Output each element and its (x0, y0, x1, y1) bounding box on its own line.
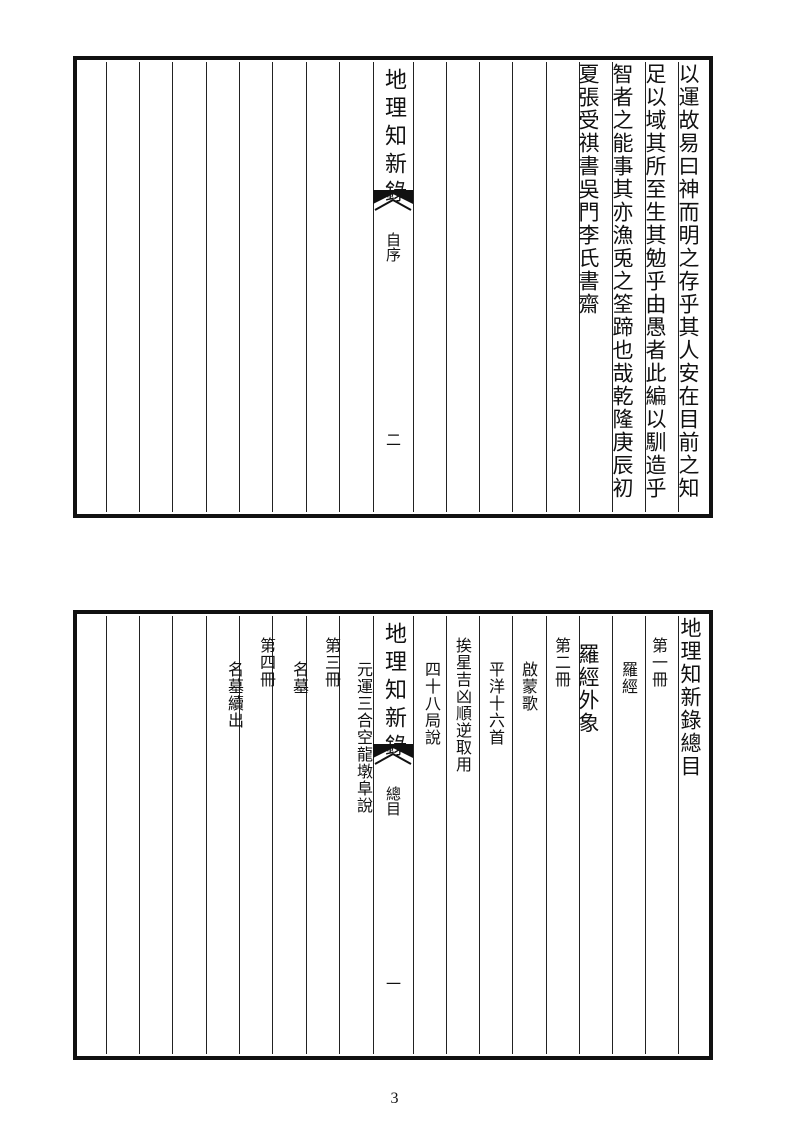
column-rule (479, 62, 480, 512)
column-rule (612, 616, 613, 1054)
column-rule (206, 616, 207, 1054)
column-rule (339, 62, 340, 512)
column-rule (446, 616, 447, 1054)
column-rule (272, 616, 273, 1054)
banxin-top: 地理知新錄 自序 二 (373, 62, 413, 512)
column-rule (373, 62, 374, 512)
column-rule (579, 616, 580, 1054)
contents-item-yuanyun: 元運三合空龍墩阜說 (354, 661, 373, 814)
column-rule (106, 62, 107, 512)
column-rule (239, 62, 240, 512)
banxin-section: 自序 (384, 232, 402, 262)
column-rule (306, 62, 307, 512)
column-rule (678, 62, 679, 512)
column-rule (546, 62, 547, 512)
fish-tail-ornament (373, 744, 413, 765)
column-rule (579, 62, 580, 512)
contents-item-luojing-waixiang: 羅經外象 (576, 643, 600, 735)
column-rule (239, 616, 240, 1054)
contents-volume-1: 第一冊 (649, 637, 668, 688)
column-rule (106, 616, 107, 1054)
column-rule (645, 62, 646, 512)
column-rule (306, 616, 307, 1054)
contents-item-qimeng: 啟蒙歌 (519, 661, 538, 712)
contents-item-mingmu-xu: 名墓續出 (225, 661, 244, 729)
page-top-preface: 地理知新錄 自序 二 以運故易曰神而明之存乎其人安在目前之知 足以域其所至生其勉… (73, 56, 713, 518)
column-rule (339, 616, 340, 1054)
fish-tail-ornament (373, 190, 413, 211)
column-rule (678, 616, 679, 1054)
contents-item-48ju: 四十八局說 (422, 661, 441, 746)
banxin-folio: 二 (384, 432, 402, 447)
column-rule (172, 616, 173, 1054)
contents-volume-2: 第二冊 (552, 637, 571, 688)
banxin-bottom: 地理知新錄 總目 一 (373, 616, 413, 1054)
column-rule (512, 616, 513, 1054)
column-rule (206, 62, 207, 512)
column-rule (413, 616, 414, 1054)
column-rule (139, 62, 140, 512)
banxin-folio: 一 (384, 976, 402, 991)
column-rule (612, 62, 613, 512)
banxin-section: 總目 (384, 786, 402, 816)
column-rule (413, 62, 414, 512)
contents-heading: 地理知新錄總目 (678, 617, 702, 778)
column-rule (446, 62, 447, 512)
text-column-3: 智者之能事其亦漁兎之筌蹄也哉乾隆庚辰初 (610, 63, 634, 500)
column-rule (373, 616, 374, 1054)
text-column-2: 足以域其所至生其勉乎由愚者此編以馴造乎 (643, 63, 667, 500)
contents-item-mingmu: 名墓 (290, 661, 309, 695)
column-rule (272, 62, 273, 512)
contents-item-luojing: 羅經 (619, 661, 638, 695)
page-number: 3 (390, 1090, 399, 1107)
text-column-4: 夏張受祺書吳門李氏書齋 (576, 63, 600, 316)
text-column-1: 以運故易曰神而明之存乎其人安在目前之知 (676, 63, 700, 500)
contents-item-aixing: 挨星吉凶順逆取用 (453, 637, 472, 773)
banxin-title: 地理知新錄 (381, 622, 406, 762)
contents-item-pingyang: 平洋十六首 (486, 661, 505, 746)
contents-volume-4: 第四冊 (257, 637, 276, 688)
column-rule (512, 62, 513, 512)
contents-volume-3: 第三冊 (322, 637, 341, 688)
column-rule (139, 616, 140, 1054)
page-bottom-contents: 地理知新錄 總目 一 地理知新錄總目 第一冊 羅經 羅經外象 第二冊 啟蒙歌 平… (73, 610, 713, 1060)
column-rule (479, 616, 480, 1054)
banxin-title: 地理知新錄 (381, 68, 406, 208)
column-rule (172, 62, 173, 512)
column-rule (645, 616, 646, 1054)
column-rule (546, 616, 547, 1054)
